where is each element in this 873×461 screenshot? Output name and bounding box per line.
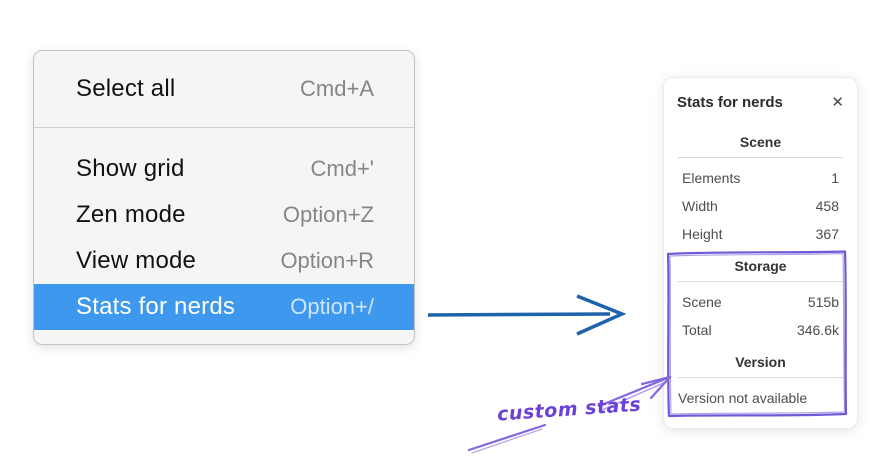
menu-item-shortcut: Option+R [280,248,374,273]
menu-item-label: Stats for nerds [76,293,236,320]
menu-item-label: Select all [76,75,176,102]
context-menu: Select all Cmd+A Show grid Cmd+' Zen mod… [33,50,415,345]
menu-item-select-all[interactable]: Select all Cmd+A [34,51,414,127]
divider [678,377,843,378]
version-note: Version not available [678,390,808,406]
menu-item-zen-mode[interactable]: Zen mode Option+Z [34,192,414,238]
annotation-arrow-icon [467,375,672,454]
storage-rows: Scene 515b Total 346.6k [664,288,857,344]
menu-group-bottom: Show grid Cmd+' Zen mode Option+Z View m… [34,128,414,330]
menu-item-view-mode[interactable]: View mode Option+R [34,238,414,284]
section-heading-scene: Scene [739,134,782,150]
stat-value: 1 [831,170,839,186]
menu-item-show-grid[interactable]: Show grid Cmd+' [34,146,414,192]
menu-item-shortcut: Cmd+A [300,76,374,101]
menu-item-label: Zen mode [76,201,186,228]
divider [678,281,843,282]
stat-label: Elements [682,170,741,186]
menu-item-shortcut: Option+/ [290,294,374,319]
menu-group-top: Select all Cmd+A [34,51,414,128]
stat-row-elements: Elements 1 [664,164,857,192]
stats-panel-header: Stats for nerds ✕ [664,90,857,114]
stat-value: 458 [815,198,839,214]
stat-label: Width [682,198,718,214]
menu-item-stats-for-nerds[interactable]: Stats for nerds Option+/ [34,284,414,330]
stats-panel-title: Stats for nerds [677,93,783,111]
stat-row-total-size: Total 346.6k [664,316,857,344]
stat-value: 515b [807,294,839,310]
stat-row-scene-size: Scene 515b [664,288,857,316]
menu-item-label: Show grid [76,155,185,182]
section-heading-storage: Storage [734,258,787,274]
stat-value: 367 [815,226,839,242]
divider [678,157,843,158]
menu-item-label: View mode [76,247,197,274]
stat-label: Total [682,322,712,338]
close-icon[interactable]: ✕ [831,93,844,111]
menu-item-shortcut: Cmd+' [310,156,375,181]
scene-rows: Elements 1 Width 458 Height 367 [664,164,857,248]
stat-label: Scene [682,294,722,310]
right-arrow-icon [427,294,627,336]
annotation-label: custom stats [496,393,642,426]
stats-panel: Stats for nerds ✕ Scene Elements 1 Width… [663,77,858,429]
stat-label: Height [682,226,723,242]
stat-row-height: Height 367 [664,220,857,248]
stat-value: 346.6k [796,322,839,338]
menu-item-shortcut: Option+Z [282,202,374,227]
stat-row-width: Width 458 [664,192,857,220]
section-heading-version: Version [735,354,786,370]
